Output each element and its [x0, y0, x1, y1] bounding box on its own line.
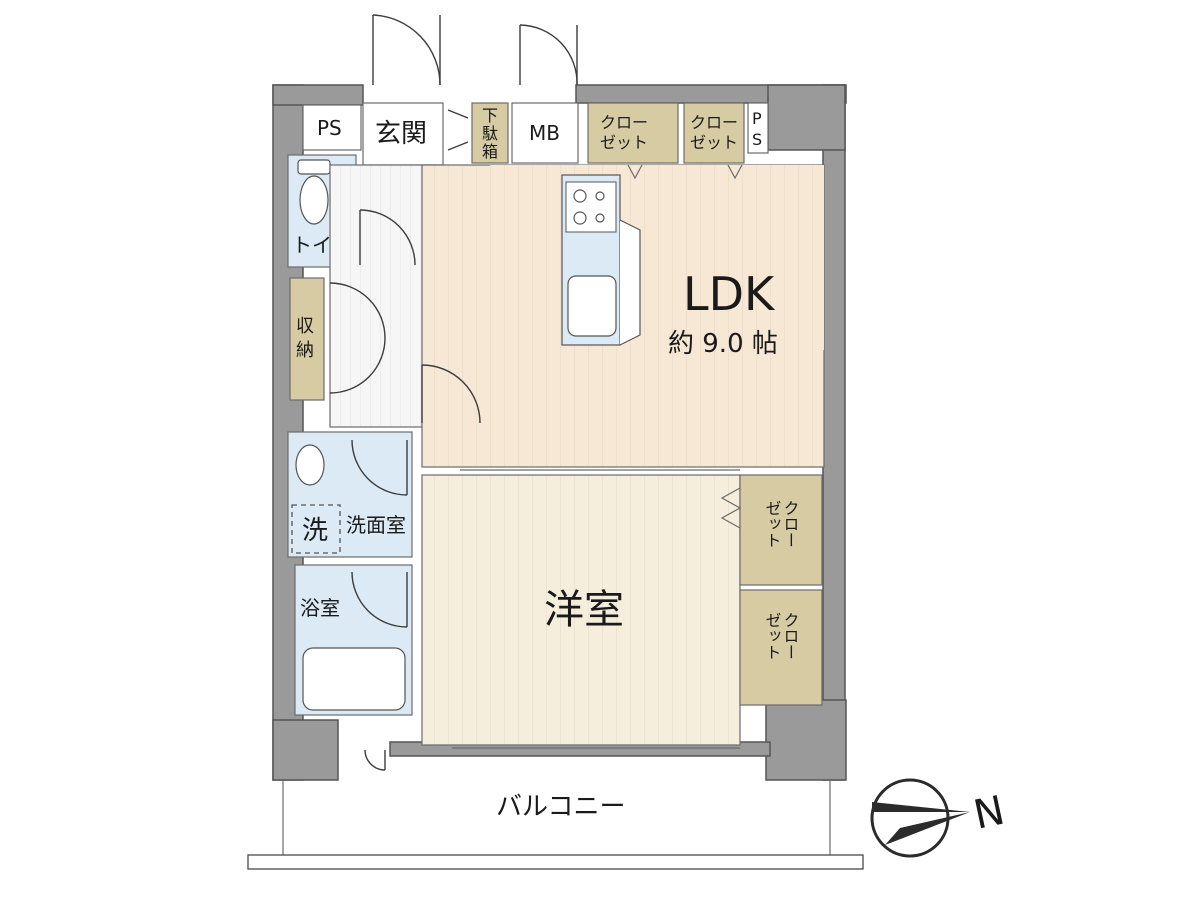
balcony	[247, 780, 864, 870]
shoe-box-label-3: 箱	[482, 142, 498, 161]
entrance-door	[372, 14, 441, 86]
entrance-label: 玄関	[375, 119, 427, 149]
kitchen-counter	[561, 174, 641, 346]
closet-top-1-line2: ゼット	[600, 133, 648, 152]
bathtub-icon	[302, 647, 406, 711]
closet-top-2	[683, 102, 745, 164]
washroom-label: 洗面室	[346, 513, 406, 537]
ldk-hall-nook	[490, 165, 824, 350]
closet-side-1-colA: ゼット	[763, 500, 782, 548]
washer-label: 洗	[302, 516, 328, 546]
north-label: N	[970, 788, 1009, 839]
closet-side-2	[739, 589, 823, 706]
closet-top-2-line1: クロー	[690, 113, 738, 132]
closet-side-2-colA: ゼット	[763, 612, 782, 660]
storage-label-1: 収	[296, 316, 314, 337]
washroom-door	[351, 439, 408, 496]
mb-door	[519, 24, 578, 86]
closet-top-2-line2: ゼット	[690, 133, 738, 152]
shoe-box	[471, 102, 509, 164]
storage-doors	[329, 282, 386, 394]
shoe-box-label-2: 駄	[482, 124, 498, 143]
ps-left-label: PS	[317, 116, 342, 140]
toilet-icon	[297, 159, 331, 225]
ldk-label: LDK	[683, 267, 776, 321]
ldk-door	[421, 364, 481, 424]
storage-label-2: 納	[296, 340, 314, 361]
closet-side-1	[739, 474, 823, 586]
meter-box-label: MB	[529, 121, 560, 145]
washbasin-icon	[295, 444, 325, 486]
balcony-label: バルコニー	[496, 792, 625, 822]
bath-door	[351, 571, 408, 628]
balcony-door	[364, 749, 386, 771]
bath-label: 浴室	[300, 596, 340, 620]
closet-top-1	[587, 102, 679, 164]
ps-right	[747, 102, 769, 154]
ldk-size-label: 約 9.0 帖	[668, 329, 778, 359]
storage-closet	[289, 277, 325, 401]
north-compass-icon	[870, 778, 970, 858]
shoe-box-door	[447, 109, 469, 151]
closet-side-1-colB: クロー	[781, 500, 800, 548]
western-room	[421, 474, 741, 746]
washer-space	[291, 504, 341, 554]
meter-box	[511, 102, 579, 164]
closet-side-2-colB: クロー	[781, 612, 800, 660]
closet-door-markers	[627, 164, 743, 180]
ps-left	[302, 104, 362, 151]
side-closet-door-marker	[720, 487, 742, 529]
western-room-label: 洋室	[544, 587, 624, 633]
shoe-box-label-1: 下	[482, 106, 498, 125]
closet-top-1-line1: クロー	[600, 113, 648, 132]
toilet-door	[359, 209, 416, 266]
ps-right-label-2: S	[752, 130, 762, 149]
ps-right-label-1: P	[752, 109, 762, 128]
